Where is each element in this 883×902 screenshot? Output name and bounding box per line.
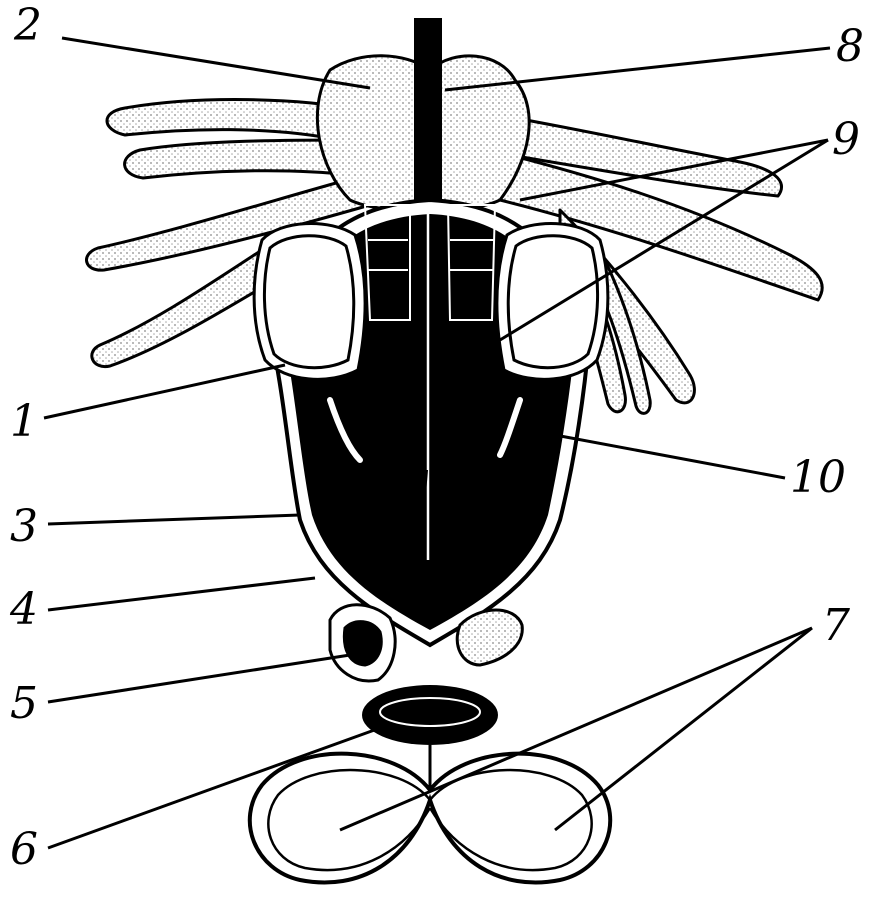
label-2: 2	[14, 4, 42, 48]
dark-disc	[362, 685, 498, 745]
label-3: 3	[10, 505, 38, 549]
label-4: 4	[10, 588, 38, 632]
label-5: 5	[10, 682, 38, 726]
central-canal	[414, 18, 442, 218]
label-10: 10	[790, 456, 846, 500]
label-7: 7	[822, 604, 850, 648]
label-1: 1	[10, 400, 38, 444]
label-6: 6	[10, 828, 38, 872]
label-9: 9	[832, 118, 860, 162]
label-8: 8	[836, 25, 864, 69]
bottom-sacs	[250, 745, 610, 882]
